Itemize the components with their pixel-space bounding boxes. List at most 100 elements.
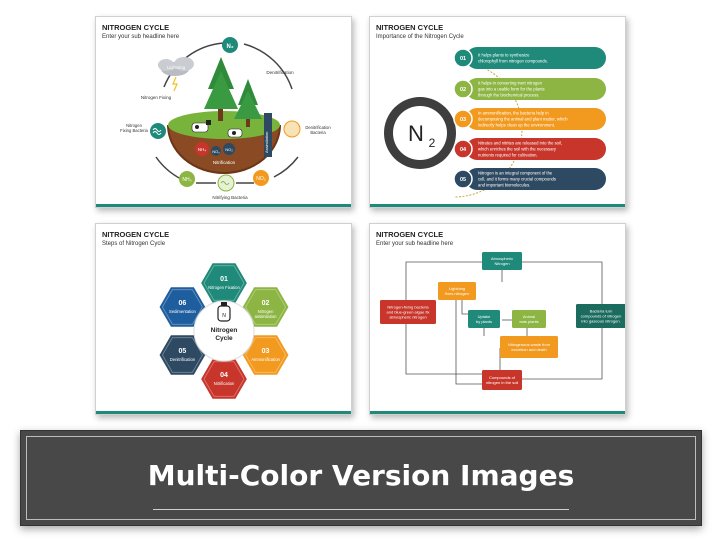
n2-label: N₂ <box>227 44 234 50</box>
title-banner: Multi-Color Version Images <box>20 430 702 526</box>
flow-box <box>512 310 546 328</box>
no3-label: NO₃ <box>212 150 220 154</box>
item-text: decomposing the animal and plant matter,… <box>478 117 568 122</box>
item-number-badge <box>453 139 473 159</box>
hexagon-inner-border <box>161 289 203 325</box>
slide-importance[interactable]: NITROGEN CYCLE Importance of the Nitroge… <box>369 16 626 208</box>
hexagon-inner-border <box>245 337 287 373</box>
tree-icon <box>234 91 262 119</box>
item-pill <box>466 168 606 190</box>
flow-box <box>500 336 558 358</box>
center-label-2: Cycle <box>215 335 233 342</box>
item-number-badge <box>453 48 473 68</box>
no2-top-node <box>223 143 235 155</box>
slide-nitrogen-cycle-illustration[interactable]: NITROGEN CYCLE Enter your sub headline h… <box>95 16 352 208</box>
slide-title: NITROGEN CYCLE <box>102 230 170 239</box>
flow-connectors <box>405 261 603 385</box>
step-label: Nitrogen <box>258 309 274 314</box>
flow-box-text: Atmospheric <box>491 256 513 261</box>
item-number: 05 <box>460 177 466 183</box>
slide-subtitle: Steps of Nitrogen Cycle <box>102 241 166 247</box>
step-number: 05 <box>179 348 187 355</box>
fixing-bacteria-label: Nitrogen <box>126 123 142 128</box>
flow-box-text: Bacteria turn <box>590 309 613 314</box>
hexagon-inner-border <box>203 265 245 301</box>
flow-box-text: Compounds of <box>489 375 516 380</box>
item-text: It helps in converting inert nitrogen <box>478 81 543 86</box>
nh4-node <box>195 142 209 156</box>
item-text: indirectly helps clean up the environmen… <box>478 123 555 128</box>
no2-node <box>253 170 269 186</box>
step-number: 01 <box>220 276 228 283</box>
cloud-icon <box>158 57 194 76</box>
assimilation-label: Assimilation <box>264 132 269 153</box>
n2-symbol: N <box>408 121 424 146</box>
item-number-badge <box>453 109 473 129</box>
step-number: 02 <box>262 300 270 307</box>
flow-box <box>482 370 522 390</box>
lightning-bolt-icon <box>172 76 178 92</box>
hexagon-inner-border <box>245 289 287 325</box>
step-number: 06 <box>179 300 187 307</box>
item-number: 01 <box>460 56 466 62</box>
item-pill <box>466 47 606 69</box>
nh3-label: NH₃ <box>182 177 191 183</box>
step-number: 04 <box>220 372 228 379</box>
banner-frame <box>26 436 696 520</box>
flow-box-text: Nitrogen-fixing bacteria <box>387 305 429 310</box>
n2-hub-inner <box>393 106 447 160</box>
nh4-label: NH₄ <box>198 147 206 152</box>
no3-node <box>211 146 221 156</box>
flow-box-text: compounds of nitrogen <box>581 314 622 319</box>
cow-icon <box>227 128 243 138</box>
slide-flowchart[interactable]: NITROGEN CYCLE Enter your sub headline h… <box>369 223 626 415</box>
denit-bacteria-label-2: Bacteria <box>310 130 326 135</box>
item-text: It helps plants to synthesize <box>478 53 530 58</box>
cycle-arrow <box>243 43 293 90</box>
hexagon-inner-border <box>203 361 245 397</box>
nitrogen-fixing-label: Nitrogen Fixing <box>141 95 172 100</box>
flow-box-text: into gaseous nitrogen. <box>581 319 620 324</box>
flow-box-text: atmospheric nitrogen <box>389 315 426 320</box>
slide-subtitle: Enter your sub headline here <box>376 241 454 247</box>
hexagon-shape <box>198 261 250 305</box>
tree-icon <box>204 71 238 109</box>
item-text: Nitrates and nitrites are released into … <box>478 141 562 146</box>
n2-subscript: 2 <box>429 136 436 150</box>
nitrifying-bacteria-label: Nitrifying Bacteria <box>212 195 248 200</box>
flow-box-text: Nitrogen <box>494 261 509 266</box>
flow-box-text: Uptake <box>478 314 491 319</box>
nitrogen-cycle-illustration: N₂ Lightning Nitrogen Fixing Nitrogen Fi… <box>120 37 331 200</box>
lightning-label: Lightning <box>167 65 186 70</box>
hexagon-shape <box>198 357 250 401</box>
slide-steps[interactable]: NITROGEN CYCLE Steps of Nitrogen Cycle 0… <box>95 223 352 415</box>
flow-box-text: Lightning <box>449 286 465 291</box>
gas-cylinder-icon: N <box>217 302 231 322</box>
item-number-badge <box>453 169 473 189</box>
item-pill <box>466 138 606 160</box>
step-label: Sedimentation <box>169 309 196 314</box>
cow-icon <box>191 120 211 133</box>
item-pill <box>466 108 606 130</box>
flow-box <box>438 282 476 300</box>
step-label: Nitrification <box>214 381 235 386</box>
item-pill <box>466 78 606 100</box>
n2-node <box>222 37 238 53</box>
